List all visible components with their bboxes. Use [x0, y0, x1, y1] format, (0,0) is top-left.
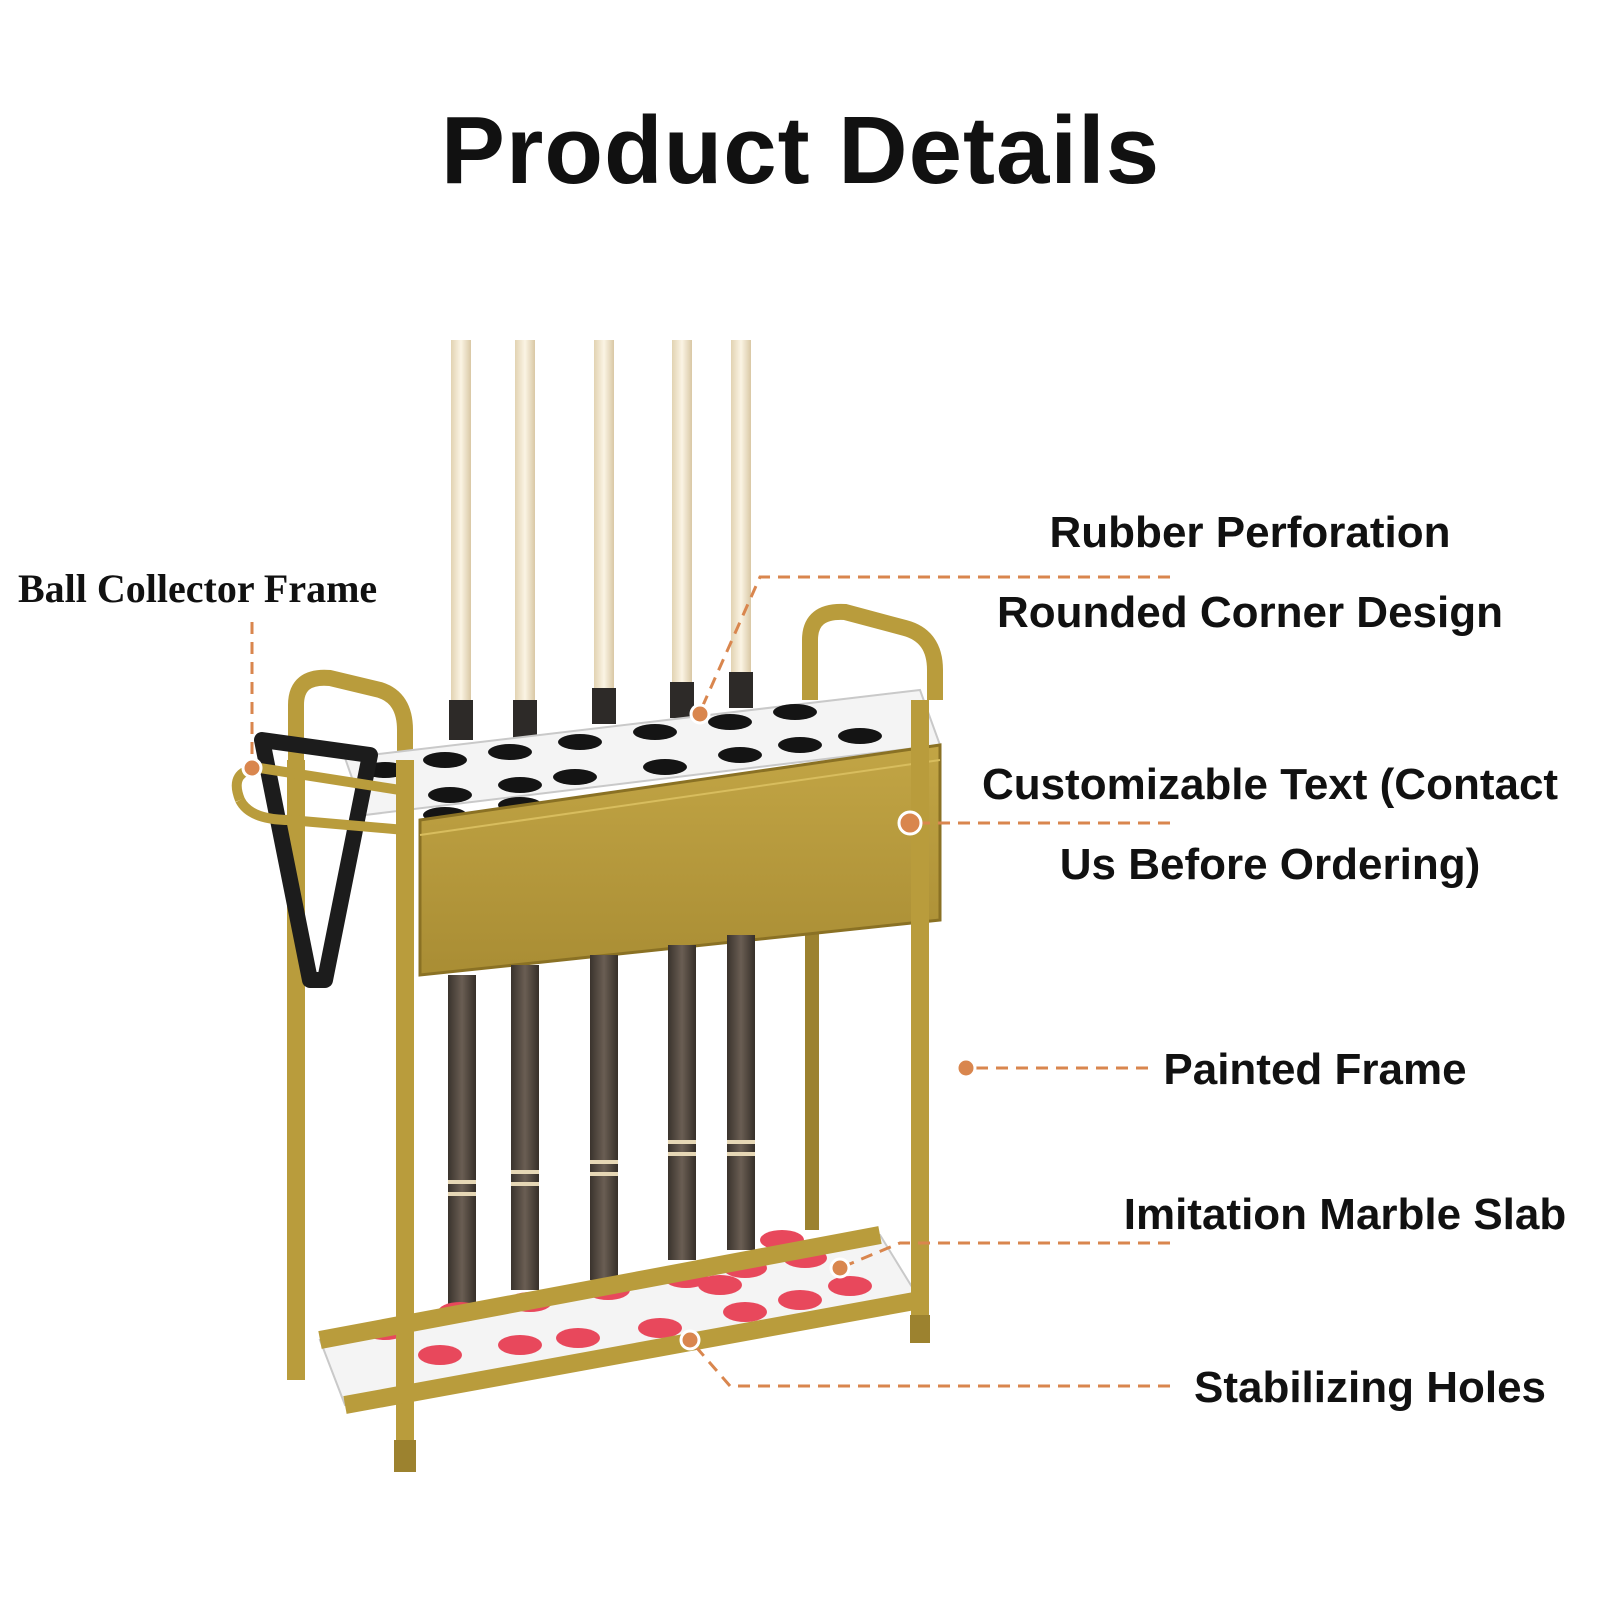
- customizable-text-label: Customizable Text (Contact: [981, 760, 1559, 809]
- cue-butts-lower: [448, 935, 755, 1305]
- frame: [287, 700, 929, 1470]
- cue-shafts-upper: [449, 340, 753, 740]
- stabilizing-holes-label: Stabilizing Holes: [1193, 1363, 1547, 1412]
- front-panel: [418, 743, 942, 977]
- ball-collector-label: Ball Collector Frame: [18, 566, 378, 611]
- leader-lines: [250, 575, 1170, 1388]
- page-title: Product Details: [440, 97, 1161, 204]
- customizable-text-label-2: Us Before Ordering): [1059, 840, 1481, 889]
- right-handle: [802, 603, 943, 700]
- back-right-leg: [805, 900, 819, 1230]
- rubber-perforation-label: Rubber Perforation: [1049, 508, 1451, 557]
- rounded-corner-label: Rounded Corner Design: [996, 588, 1504, 637]
- left-handle: [288, 669, 413, 760]
- painted-frame-label: Painted Frame: [1163, 1045, 1467, 1094]
- callout-anchor-dots: [241, 703, 977, 1351]
- marble-slab-label: Imitation Marble Slab: [1123, 1190, 1567, 1239]
